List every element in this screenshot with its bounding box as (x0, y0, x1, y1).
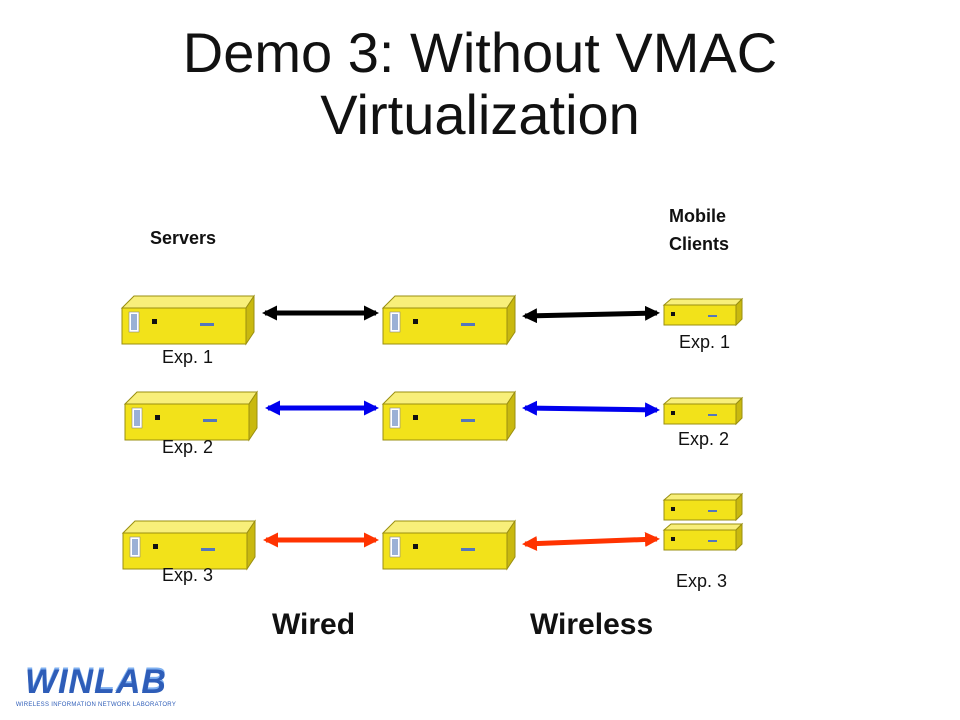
wireless-link-exp2-arrow (522, 400, 660, 418)
client-2-device (663, 397, 743, 425)
mobile-clients-header: Mobile Clients (669, 202, 729, 258)
title-line-2: Virtualization (320, 83, 640, 146)
server-3-label: Exp. 3 (162, 565, 214, 585)
server-2-label: Exp. 2 (162, 437, 214, 457)
server-1-label: Exp. 1 (162, 347, 214, 367)
slide-title: Demo 3: Without VMAC Virtualization (0, 22, 960, 146)
winlab-logo-wordmark: WINLAB (25, 663, 167, 701)
server-1-device (121, 295, 255, 345)
client-3-label: Exp. 3 (676, 571, 728, 591)
servers-header: Servers (150, 228, 217, 248)
title-line-1: Demo 3: Without VMAC (182, 21, 778, 84)
mobile-clients-header-line-2: Clients (669, 234, 730, 254)
wired-label: Wired (272, 608, 356, 641)
wireless-label: Wireless (530, 608, 654, 641)
server-2-device (124, 391, 258, 441)
client-2-label: Exp. 2 (678, 429, 730, 449)
access-point-2-device (382, 391, 516, 441)
winlab-logo-subtitle: WIRELESS INFORMATION NETWORK LABORATORY (15, 702, 177, 708)
server-3-device (122, 520, 256, 570)
client-1-device (663, 298, 743, 326)
wireless-link-exp3-arrow (522, 531, 660, 552)
access-point-3-device (382, 520, 516, 570)
mobile-clients-header-line-1: Mobile (669, 206, 726, 226)
client-1-label: Exp. 1 (679, 332, 731, 352)
winlab-logo: WINLAB WIRELESS INFORMATION NETWORK LABO… (8, 664, 184, 712)
access-point-1-device (382, 295, 516, 345)
client-3a-device (663, 493, 743, 521)
wireless-link-exp1-arrow (522, 305, 660, 324)
client-3b-device (663, 523, 743, 551)
